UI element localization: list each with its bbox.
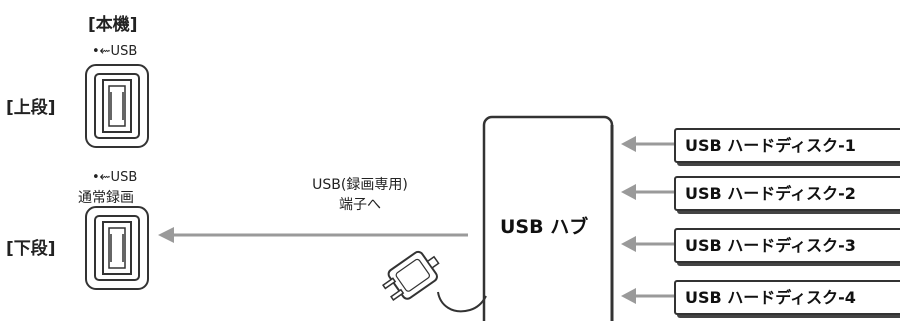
arrow-left-icon [158, 227, 468, 243]
usb-hub-label: USB ハブ [500, 216, 589, 238]
hdd-box-4: USB ハードディスク-4 [674, 280, 900, 315]
normal-recording-caption: 通常録画 [78, 190, 134, 206]
connection-label-line1: USB(録画専用) [312, 177, 408, 193]
hdd-box-3: USB ハードディスク-3 [674, 228, 900, 263]
hdd-box-2: USB ハードディスク-2 [674, 176, 900, 211]
ac-adapter-icon [382, 250, 487, 313]
usb-symbol-lower: •⇜USB [92, 170, 138, 185]
connection-label-line2: 端子へ [339, 197, 381, 213]
hdd-box-1: USB ハードディスク-1 [674, 128, 900, 163]
main-unit-title: [本機] [88, 15, 138, 35]
usb-port-lower-icon [85, 206, 149, 290]
hdd-arrows [621, 136, 680, 304]
connection-label: USB(録画専用) 端子へ [290, 175, 430, 215]
lower-tier-label: [下段] [6, 239, 56, 259]
usb-hub-box [482, 115, 614, 321]
usb-symbol-upper: •⇜USB [92, 44, 138, 59]
upper-tier-label: [上段] [6, 98, 56, 118]
usb-port-upper-icon [85, 64, 149, 148]
